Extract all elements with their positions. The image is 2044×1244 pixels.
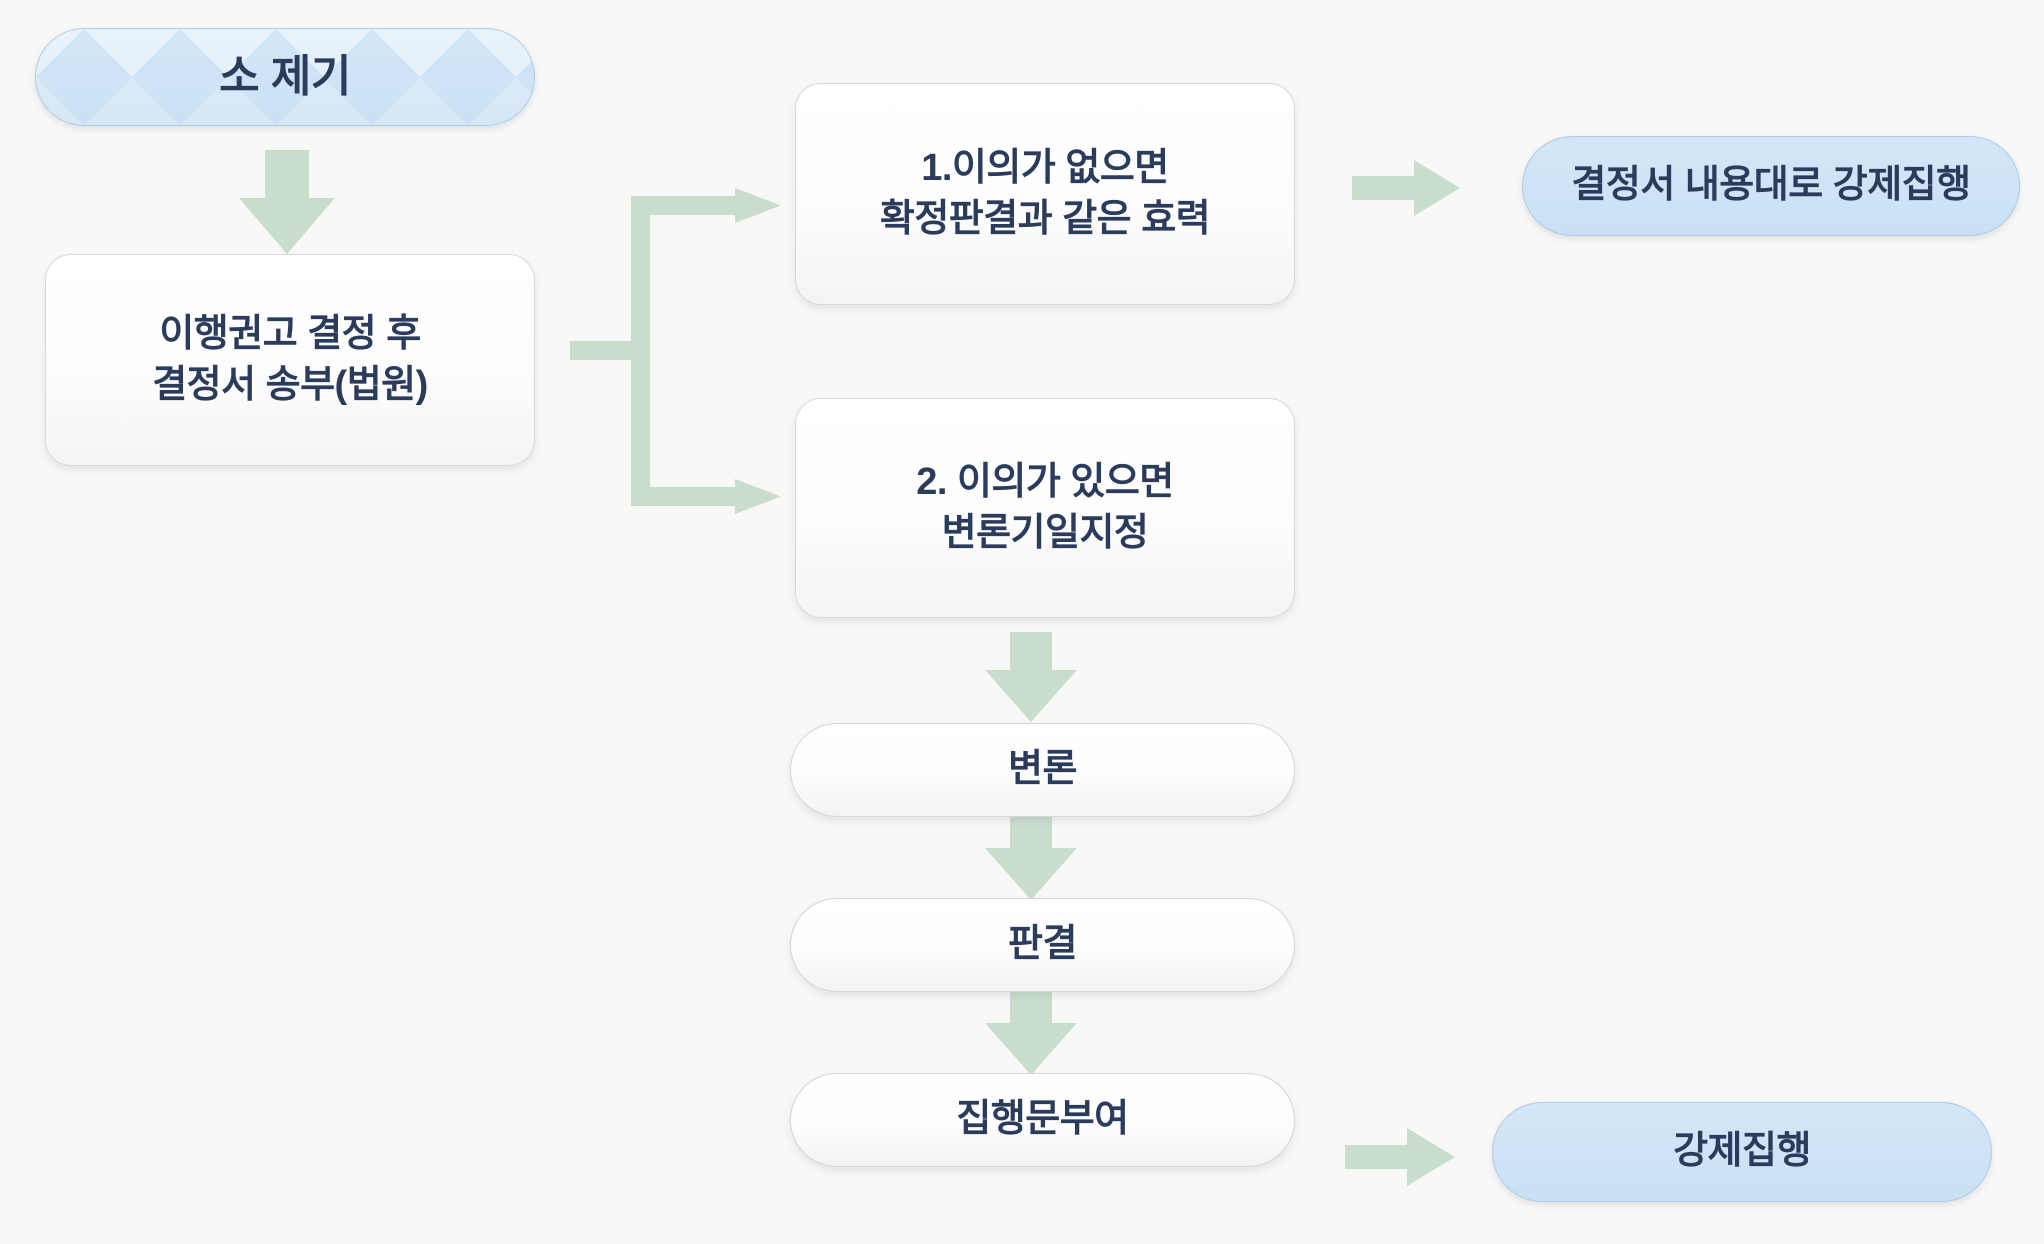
node-start[interactable]: 소 제기 bbox=[35, 28, 535, 126]
node-start-label: 소 제기 bbox=[219, 52, 351, 102]
arrow-down-judgment-to-clause bbox=[985, 985, 1077, 1075]
node-judgment-label: 판결 bbox=[1008, 923, 1077, 966]
node-execution-clause[interactable]: 집행문부여 bbox=[790, 1073, 1295, 1167]
node-pleading-label: 변론 bbox=[1008, 748, 1077, 791]
connector-split-right bbox=[570, 188, 781, 514]
arrow-down-start-to-decision bbox=[239, 150, 335, 254]
arrow-down-pleading-to-judgment bbox=[985, 810, 1077, 900]
node-objection[interactable]: 2. 이의가 있으면 변론기일지정 bbox=[795, 398, 1295, 618]
arrow-right-clause-to-execution bbox=[1345, 1128, 1455, 1186]
arrow-right-no-objection bbox=[1352, 160, 1460, 216]
node-decision-sent[interactable]: 이행권고 결정 후 결정서 송부(법원) bbox=[45, 254, 535, 466]
node-no-objection-line2: 확정판결과 같은 효력 bbox=[879, 198, 1211, 240]
node-decision-sent-line1: 이행권고 결정 후 bbox=[159, 312, 421, 355]
node-compulsory-execution[interactable]: 강제집행 bbox=[1492, 1102, 1992, 1202]
node-objection-line2: 변론기일지정 bbox=[941, 512, 1149, 554]
node-judgment[interactable]: 판결 bbox=[790, 898, 1295, 992]
arrow-down-objection-to-pleading bbox=[985, 632, 1077, 722]
node-no-objection-line1: 1.이의가 없으면 bbox=[921, 146, 1169, 189]
node-no-objection[interactable]: 1.이의가 없으면 확정판결과 같은 효력 bbox=[795, 83, 1295, 305]
node-execution-clause-label: 집행문부여 bbox=[956, 1098, 1129, 1141]
node-decision-sent-line2: 결정서 송부(법원) bbox=[152, 364, 428, 406]
node-compulsory-execution-label: 강제집행 bbox=[1673, 1130, 1811, 1173]
node-enforce-by-decision-label: 결정서 내용대로 강제집행 bbox=[1571, 164, 1971, 207]
node-enforce-by-decision[interactable]: 결정서 내용대로 강제집행 bbox=[1522, 136, 2020, 236]
node-pleading[interactable]: 변론 bbox=[790, 723, 1295, 817]
node-objection-line1: 2. 이의가 있으면 bbox=[916, 460, 1174, 503]
